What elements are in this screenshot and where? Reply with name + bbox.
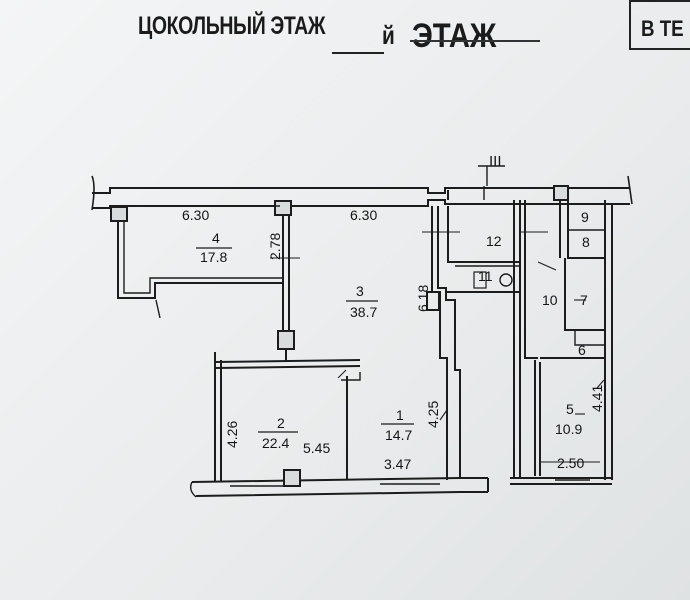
room-6-number: 6 [578, 342, 586, 358]
floor-suffix: й [382, 20, 395, 50]
room-12-number: 12 [486, 233, 502, 249]
dim-250: 2.50 [557, 455, 584, 471]
dimension-lines [270, 231, 605, 463]
room-4-walls [110, 206, 283, 319]
room-8-number: 8 [582, 234, 590, 250]
dim-425: 4.25 [425, 401, 441, 428]
floor-blank-line [332, 52, 384, 54]
strike-through-line [410, 40, 540, 42]
wall-2-top [214, 352, 361, 482]
room-4-number: 4 [212, 230, 220, 246]
room-9-number: 9 [581, 209, 589, 225]
room-1-number: 1 [396, 407, 404, 423]
room-7-number: 7 [580, 292, 588, 308]
dim-278: 2.78 [267, 233, 283, 260]
dim-545: 5.45 [303, 440, 330, 456]
right-block-walls [446, 185, 613, 492]
room-5-area: 10.9 [555, 421, 582, 437]
dim-630-right: 6.30 [350, 207, 377, 223]
entrance-marker [478, 165, 505, 200]
dim-441: 4.41 [589, 385, 605, 412]
stamp-box [629, 0, 690, 50]
bottom-exterior-wall [189, 469, 488, 498]
room-5-number: 5 [566, 401, 574, 417]
room-3-number: 3 [356, 283, 364, 299]
dim-630-left: 6.30 [182, 207, 209, 223]
dim-347: 3.47 [384, 456, 411, 472]
floor-struck-label: ЭТАЖ [412, 17, 497, 55]
room-10-number: 10 [542, 292, 558, 308]
room-1-area: 14.7 [385, 427, 412, 443]
room-2-number: 2 [277, 415, 285, 431]
room-3-area: 38.7 [350, 304, 377, 320]
wall-4-3 [274, 200, 295, 362]
dim-618: 6.18 [415, 285, 431, 312]
dim-426: 4.26 [224, 421, 240, 448]
floor-title: ЦОКОЛЬНЫЙ ЭТАЖ [138, 12, 326, 40]
windows [130, 205, 590, 487]
entrance-mark: III [489, 153, 502, 170]
room-11-number: 11 [478, 268, 493, 284]
room-2-area: 22.4 [262, 435, 289, 451]
wall-3-right [426, 206, 461, 480]
room-4-area: 17.8 [200, 249, 227, 265]
stamp-text: В ТЕ [641, 16, 684, 41]
top-exterior-wall [91, 175, 633, 211]
